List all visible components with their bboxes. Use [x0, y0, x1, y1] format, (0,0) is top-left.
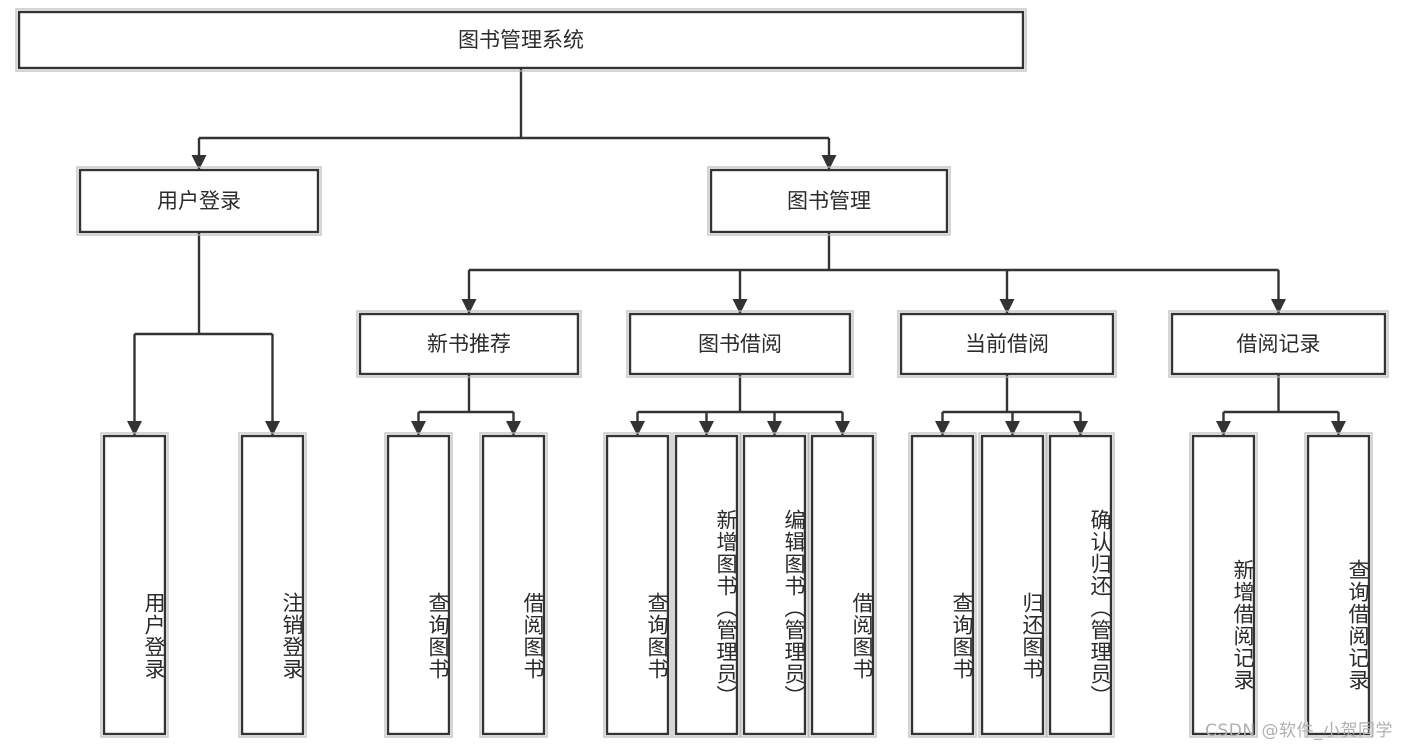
- node-box: [386, 434, 451, 736]
- arrow-head-icon: [1331, 421, 1346, 436]
- node-box: [810, 434, 875, 736]
- arrow-head-icon: [461, 299, 477, 314]
- node-leaf-confirm-return[interactable]: [1046, 432, 1115, 738]
- arrow-head-icon: [191, 155, 207, 170]
- arrow-head-icon: [935, 421, 950, 436]
- watermark-text: CSDN @软件_小贺同学: [1205, 721, 1393, 741]
- node-box: [1048, 434, 1113, 736]
- arrow-head-icon: [1073, 421, 1088, 436]
- node-leaf-borrow-book[interactable]: [808, 432, 877, 738]
- node-box-shadow: [100, 432, 169, 738]
- node-box-shadow: [808, 432, 877, 738]
- arrow-head-icon: [1216, 421, 1231, 436]
- node-box: [481, 434, 546, 736]
- node-box: [1306, 434, 1371, 736]
- node-leaf-add-borrow-record[interactable]: [1189, 432, 1258, 738]
- arrow-head-icon: [265, 421, 280, 436]
- node-label: 图书管理系统: [458, 28, 584, 52]
- node-box: [899, 312, 1115, 376]
- node-box: [605, 434, 670, 736]
- arrow-head-icon: [699, 421, 714, 436]
- node-label: 当前借阅: [965, 332, 1049, 356]
- node-box: [1170, 312, 1387, 376]
- node-new-book-recommend[interactable]: [356, 310, 582, 378]
- node-box: [628, 312, 852, 376]
- node-user-login[interactable]: [76, 166, 322, 236]
- node-box-shadow: [603, 432, 672, 738]
- node-label: 图书借阅: [698, 332, 782, 356]
- node-label: 用户登录: [157, 189, 241, 213]
- node-box: [102, 434, 167, 736]
- node-box-shadow: [978, 432, 1047, 738]
- arrow-head-icon: [411, 421, 426, 436]
- node-box-shadow: [479, 432, 548, 738]
- node-box-shadow: [707, 166, 951, 236]
- node-box-shadow: [356, 310, 582, 378]
- arrow-head-icon: [999, 299, 1015, 314]
- node-box: [358, 312, 580, 376]
- node-leaf-user-logout[interactable]: [238, 432, 307, 738]
- node-book-manage[interactable]: [707, 166, 951, 236]
- node-box: [980, 434, 1045, 736]
- node-box-shadow: [897, 310, 1117, 378]
- node-leaf-borrow-book-recommend[interactable]: [479, 432, 548, 738]
- node-box-shadow: [908, 432, 977, 738]
- node-label: 借阅记录: [1237, 332, 1321, 356]
- node-box-shadow: [76, 166, 322, 236]
- arrow-head-icon: [630, 421, 645, 436]
- node-box-shadow: [1304, 432, 1373, 738]
- arrow-head-icon: [835, 421, 850, 436]
- node-book-borrow[interactable]: [626, 310, 854, 378]
- node-leaf-query-book-borrow[interactable]: [603, 432, 672, 738]
- node-box-shadow: [1168, 310, 1389, 378]
- node-box-layer: [15, 8, 1389, 738]
- node-leaf-add-book[interactable]: [672, 432, 741, 738]
- node-leaf-query-book-recommend[interactable]: [384, 432, 453, 738]
- arrow-head-icon: [1005, 421, 1020, 436]
- node-box: [910, 434, 975, 736]
- node-box-shadow: [672, 432, 741, 738]
- arrow-head-icon: [127, 421, 142, 436]
- node-box: [240, 434, 305, 736]
- arrow-head-icon: [821, 155, 837, 170]
- node-current-borrow[interactable]: [897, 310, 1117, 378]
- connector-layer: [127, 68, 1346, 436]
- node-leaf-edit-book[interactable]: [740, 432, 809, 738]
- node-box: [78, 168, 320, 234]
- arrow-head-icon: [732, 299, 748, 314]
- node-box-shadow: [1189, 432, 1258, 738]
- node-box-shadow: [238, 432, 307, 738]
- node-root[interactable]: [15, 8, 1027, 72]
- node-box-shadow: [15, 8, 1027, 72]
- arrow-head-icon: [1271, 299, 1286, 314]
- node-borrow-record[interactable]: [1168, 310, 1389, 378]
- node-box: [742, 434, 807, 736]
- node-label: 新书推荐: [427, 332, 511, 356]
- arrow-head-icon: [767, 421, 782, 436]
- node-box: [17, 10, 1025, 70]
- node-box: [709, 168, 949, 234]
- node-leaf-query-borrow-record[interactable]: [1304, 432, 1373, 738]
- node-box-shadow: [626, 310, 854, 378]
- node-box-shadow: [1046, 432, 1115, 738]
- node-box: [1191, 434, 1256, 736]
- node-leaf-return-book[interactable]: [978, 432, 1047, 738]
- node-label: 图书管理: [787, 189, 871, 213]
- arrow-head-icon: [506, 421, 521, 436]
- node-leaf-query-book-current[interactable]: [908, 432, 977, 738]
- node-leaf-user-login[interactable]: [100, 432, 169, 738]
- node-box-shadow: [740, 432, 809, 738]
- node-box: [674, 434, 739, 736]
- node-box-shadow: [384, 432, 453, 738]
